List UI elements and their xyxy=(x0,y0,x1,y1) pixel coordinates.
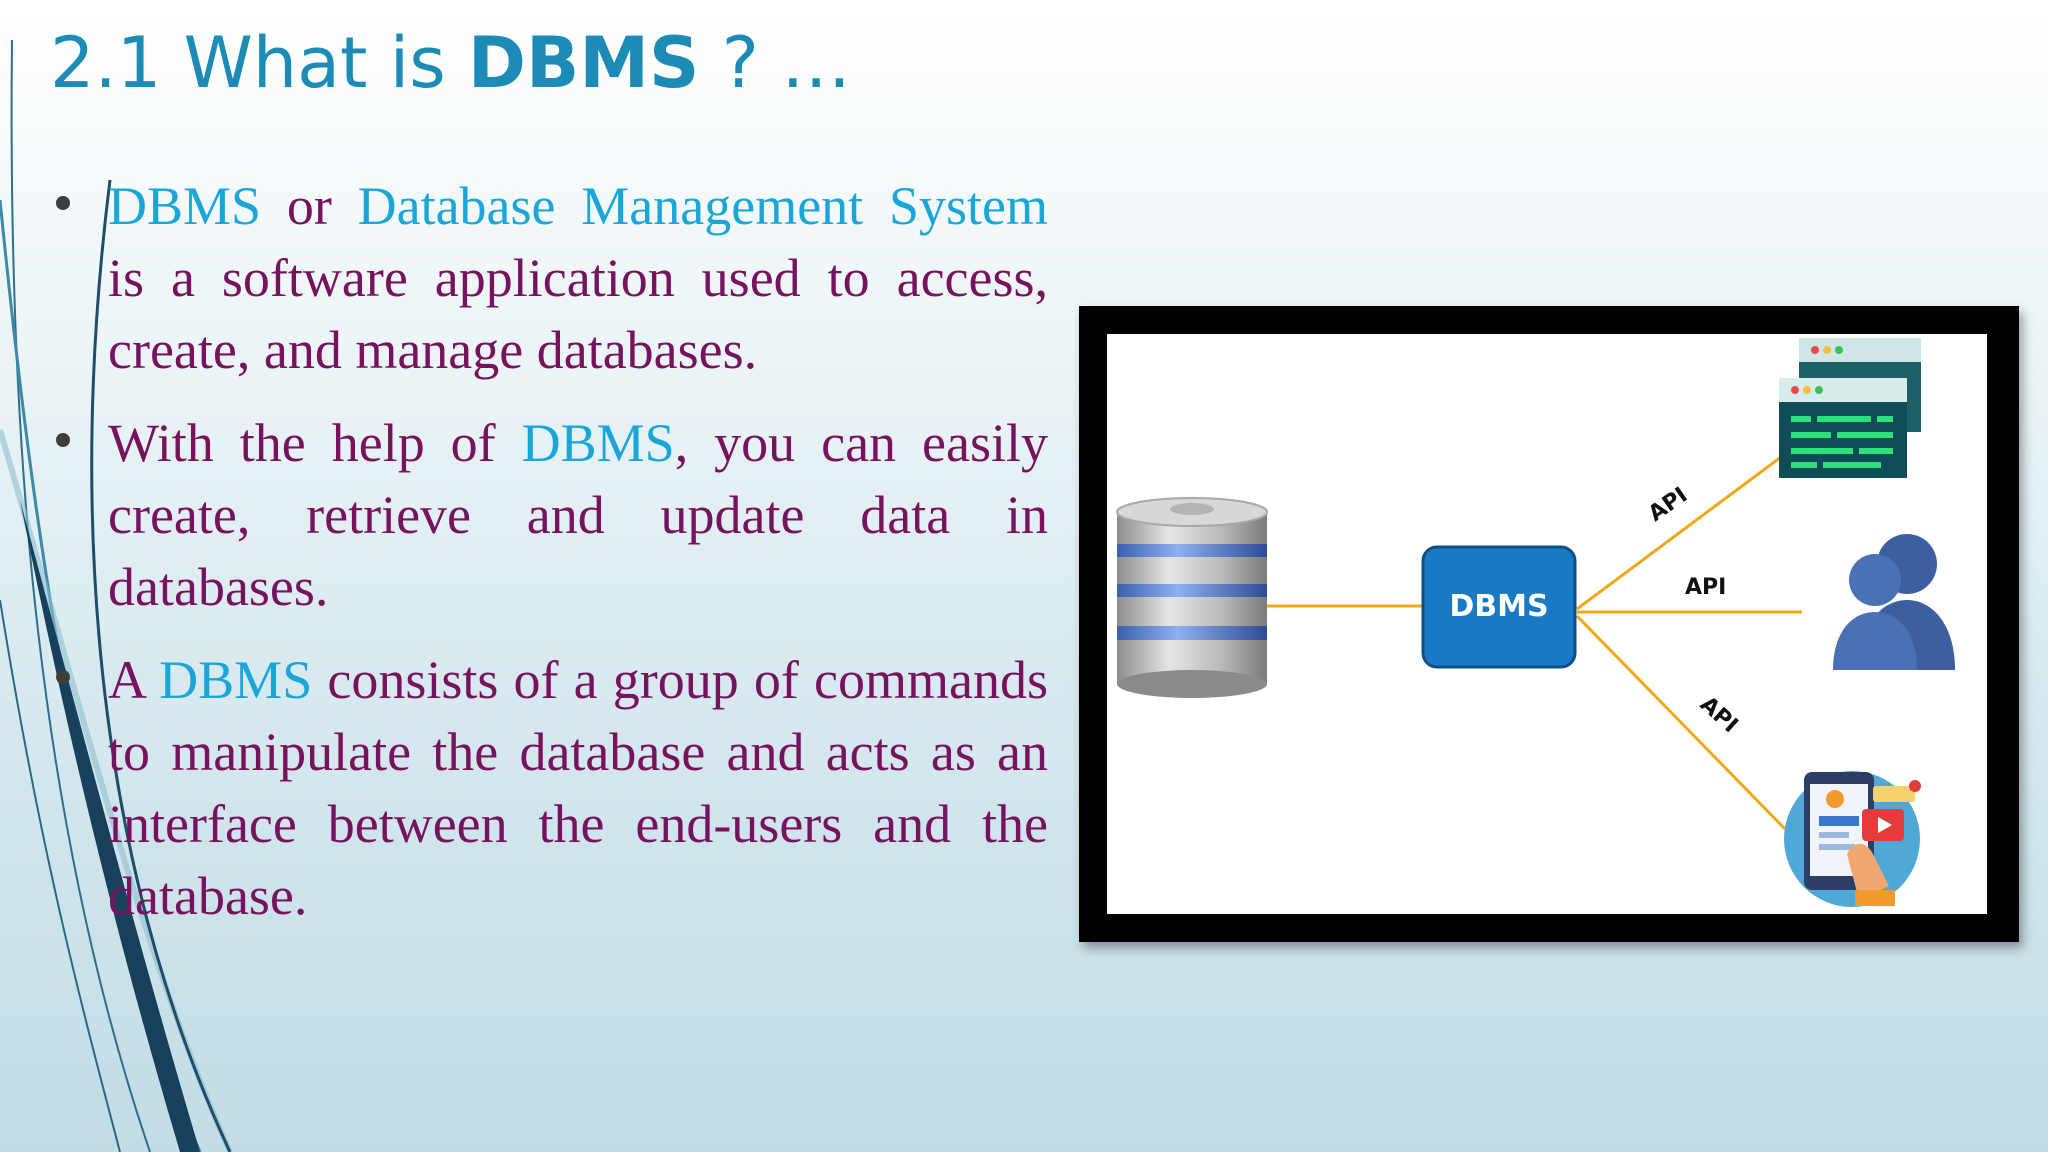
dbms-box-label: DBMS xyxy=(1449,589,1548,624)
mobile-app-icon xyxy=(1784,771,1921,907)
api-label: API xyxy=(1685,575,1726,600)
bullet-text: DBMS or Database Management System is a … xyxy=(108,176,1048,380)
bullet-dot-icon xyxy=(56,670,70,684)
dbms-diagram-frame: DBMS API API API xyxy=(1079,306,2019,942)
bullet-item: DBMS or Database Management System is a … xyxy=(50,170,1048,386)
bullet-text: With the help of DBMS, you can easily cr… xyxy=(108,413,1048,617)
dbms-diagram-svg: DBMS API API API xyxy=(1116,338,1955,907)
app-windows-icon xyxy=(1779,338,1921,478)
api-label: API xyxy=(1695,692,1742,738)
bullet-dot-icon xyxy=(56,433,70,447)
connector-lines xyxy=(1267,452,1802,831)
bullet-list: DBMS or Database Management System is a … xyxy=(50,170,1048,953)
bullet-dot-icon xyxy=(56,196,70,210)
dbms-diagram: DBMS API API API xyxy=(1107,334,1987,914)
api-label: API xyxy=(1644,483,1692,527)
users-icon xyxy=(1833,534,1955,670)
slide-title: 2.1 What is DBMS ? … xyxy=(50,22,852,104)
database-icon xyxy=(1116,497,1268,698)
bullet-item: With the help of DBMS, you can easily cr… xyxy=(50,407,1048,623)
bullet-text: A DBMS consists of a group of commands t… xyxy=(108,650,1048,926)
dbms-box: DBMS xyxy=(1421,545,1577,669)
bullet-item: A DBMS consists of a group of commands t… xyxy=(50,644,1048,932)
